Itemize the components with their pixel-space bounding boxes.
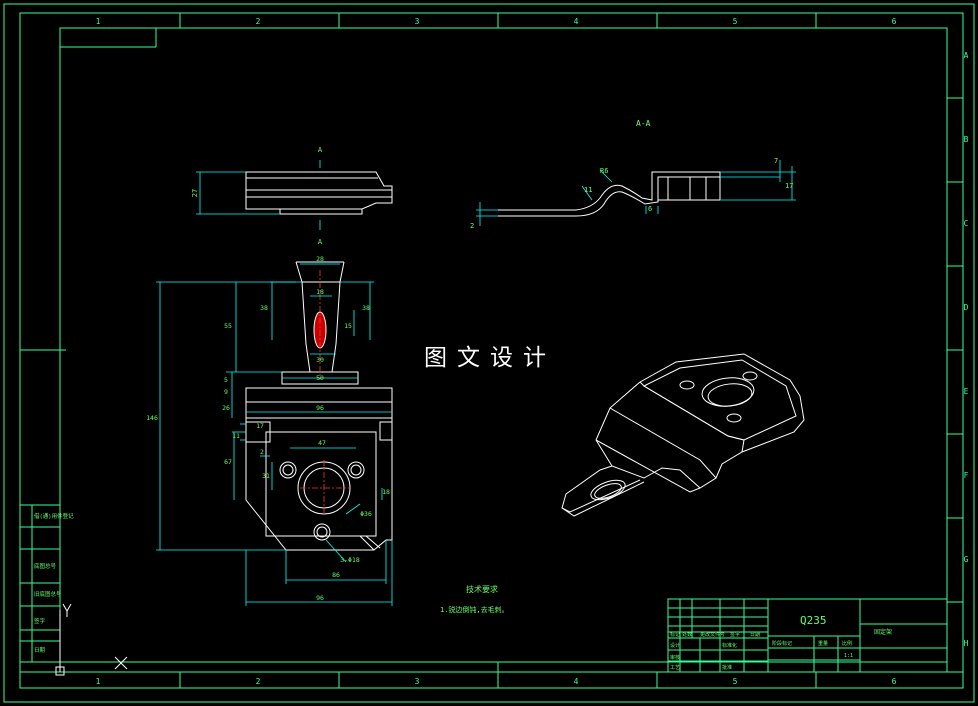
title-block: [667, 598, 948, 673]
dim-front-r15: 15: [344, 322, 352, 330]
isometric-view: [561, 353, 805, 517]
dim-front-28: 28: [316, 255, 324, 263]
tech-req-title: 技术要求: [466, 584, 498, 594]
ucs-icon: [55, 603, 128, 676]
col-label-4-top: 4: [574, 17, 579, 26]
col-label-2-bottom: 2: [256, 677, 261, 686]
dim-section-2: 2: [470, 222, 474, 230]
tb-header-1: 标记: [670, 631, 680, 638]
dim-front-96-bottom: 96: [316, 594, 324, 602]
dim-front-5: 5: [224, 376, 228, 384]
dim-section-7: 7: [774, 157, 778, 165]
dim-section-r6: R6: [600, 167, 608, 175]
col-label-5-bottom: 5: [733, 677, 738, 686]
tb-ratio: 比例: [842, 640, 852, 647]
tb-header-2: 处数: [682, 631, 692, 638]
row-label-f: F: [964, 471, 969, 480]
tb-scale: 1:1: [844, 653, 853, 659]
dim-front-146: 146: [146, 414, 158, 422]
dim-front-47: 47: [318, 439, 326, 447]
col-label-6-top: 6: [892, 17, 897, 26]
dim-front-67: 67: [224, 458, 232, 466]
dim-front-55: 55: [224, 322, 232, 330]
top-view: [245, 171, 393, 215]
drawing-frame: [3, 3, 975, 703]
col-label-3-bottom: 3: [415, 677, 420, 686]
dim-front-38-left: 38: [260, 304, 268, 312]
dim-front-phi36: Φ36: [360, 510, 372, 518]
tb-row-2: 审核: [670, 654, 680, 661]
tech-req-line1: 1.锐边倒钝,去毛刺。: [440, 605, 509, 614]
row-label-e: E: [964, 387, 969, 396]
tb-header-4: 签字: [730, 631, 740, 638]
col-label-2-top: 2: [256, 17, 261, 26]
side-cell-2: 旧底图总号: [34, 590, 62, 598]
dim-front-11: 11: [232, 432, 240, 440]
dim-front-86: 86: [332, 571, 340, 579]
dim-front-31: 31: [262, 472, 270, 480]
view-label-a-bottom: A: [318, 238, 323, 246]
tb-row-4: 标准化: [722, 642, 737, 649]
tb-weight: 重量: [818, 640, 828, 647]
tb-header-5: 日期: [750, 632, 760, 638]
tb-material: Q235: [800, 614, 827, 627]
section-title: A-A: [636, 119, 651, 128]
tb-row-1: 设计: [670, 642, 680, 649]
row-label-b: B: [964, 135, 969, 144]
dim-front-2: 2: [260, 448, 264, 456]
col-label-6-bottom: 6: [892, 677, 897, 686]
dim-front-30: 30: [316, 356, 324, 364]
side-cell-1: 借(通)用件登记: [34, 512, 74, 520]
side-cell-5: 日期: [34, 647, 46, 654]
dim-front-38-right: 38: [362, 304, 370, 312]
border-column-labels: 1 2 3 4 5 6 1 2 3 4 5 6: [96, 17, 897, 686]
dim-front-18-right: 18: [382, 488, 390, 496]
row-label-d: D: [964, 303, 969, 312]
dim-front-18: 18: [316, 288, 324, 296]
tb-row-5: 批准: [722, 664, 732, 671]
col-label-5-top: 5: [733, 17, 738, 26]
left-side-table: [19, 504, 61, 663]
tb-header-3: 更改文件号: [700, 631, 725, 638]
dim-front-50: 50: [316, 374, 324, 382]
dim-front-9: 9: [224, 388, 228, 396]
side-cell-3: 底图总号: [34, 562, 57, 570]
row-label-h: H: [964, 639, 969, 648]
row-label-g: G: [964, 555, 969, 564]
col-label-1-top: 1: [96, 17, 101, 26]
tb-row-3: 工艺: [670, 665, 680, 671]
border-row-labels: A B C D E F G H: [964, 51, 969, 648]
dim-top-view-height: 27: [191, 189, 199, 197]
side-cell-4: 签字: [34, 617, 46, 625]
col-label-3-top: 3: [415, 17, 420, 26]
col-label-4-bottom: 4: [574, 677, 579, 686]
view-label-a-top: A: [318, 146, 323, 154]
dim-front-holes: 3-Φ18: [340, 556, 360, 564]
tb-part-name: 固定架: [874, 628, 892, 636]
col-label-1-bottom: 1: [96, 677, 101, 686]
dim-section-17: 17: [785, 182, 793, 190]
dim-front-96-top: 96: [316, 404, 324, 412]
dim-section-6: 6: [648, 205, 652, 213]
row-label-a: A: [964, 51, 969, 60]
dim-section-11: 11: [584, 186, 592, 194]
dim-front-17: 17: [256, 422, 264, 430]
section-view: [498, 171, 721, 217]
dim-front-26: 26: [222, 404, 230, 412]
row-label-c: C: [964, 219, 969, 228]
watermark: 图文设计: [424, 345, 556, 371]
tb-stage-mark: 阶段标记: [772, 640, 792, 647]
